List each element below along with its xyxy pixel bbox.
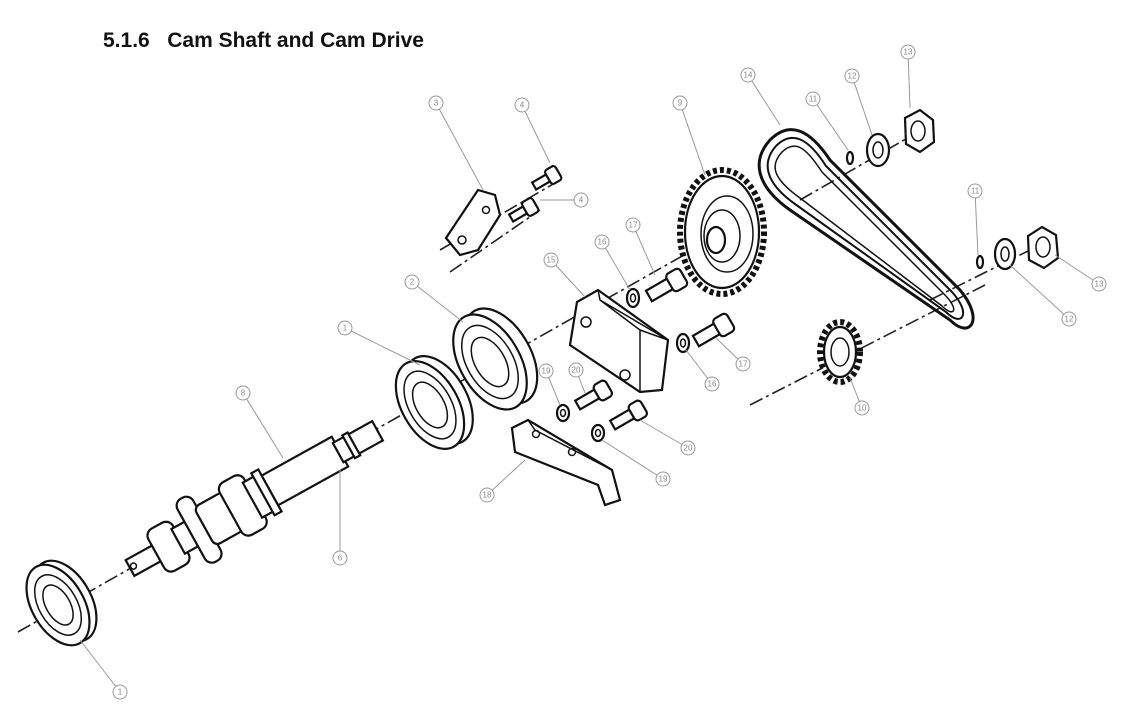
callout-19: 19 (655, 471, 671, 487)
callout-13: 13 (1091, 276, 1107, 292)
callout-12: 12 (1061, 311, 1077, 327)
svg-text:12: 12 (848, 72, 857, 81)
svg-text:9: 9 (678, 99, 683, 108)
callout-4: 4 (573, 192, 589, 208)
svg-text:16: 16 (598, 238, 607, 247)
cam-sprocket (677, 167, 767, 297)
nut-13b (1026, 225, 1060, 270)
tensioner-block (568, 288, 670, 394)
callout-3: 3 (428, 95, 444, 111)
svg-text:20: 20 (572, 366, 581, 375)
callout-20: 20 (680, 440, 696, 456)
svg-text:19: 19 (542, 367, 551, 376)
svg-text:1: 1 (343, 324, 348, 333)
svg-text:15: 15 (547, 256, 556, 265)
section-number: 5.1.6 (103, 29, 150, 52)
svg-text:3: 3 (434, 99, 439, 108)
bolt-20a (573, 379, 613, 411)
callout-11: 11 (967, 183, 983, 199)
callout-11: 11 (805, 91, 821, 107)
callout-13: 13 (900, 44, 916, 60)
svg-text:13: 13 (904, 48, 913, 57)
svg-text:13: 13 (1095, 280, 1104, 289)
svg-text:11: 11 (809, 95, 818, 104)
bearing-1 (394, 355, 474, 450)
secondary-axis (749, 284, 986, 406)
bolt-4a (530, 165, 563, 191)
bearing-2 (452, 307, 539, 411)
svg-text:8: 8 (241, 389, 246, 398)
svg-text:4: 4 (579, 196, 584, 205)
callout-10: 10 (854, 400, 870, 416)
washer-12a (865, 132, 891, 168)
washer-19b (590, 423, 606, 443)
svg-text:12: 12 (1065, 315, 1074, 324)
callout-9: 9 (672, 95, 688, 111)
callout-4: 4 (514, 97, 530, 113)
svg-text:10: 10 (858, 404, 867, 413)
timing-belt (757, 128, 975, 330)
callout-1: 1 (112, 684, 128, 700)
key-11a (845, 150, 855, 166)
callout-15: 15 (543, 252, 559, 268)
callout-1: 1 (337, 320, 353, 336)
section-heading: 5.1.6 Cam Shaft and Cam Drive (103, 29, 424, 53)
camshaft (124, 419, 385, 578)
svg-text:14: 14 (744, 71, 753, 80)
bolt-4b (507, 197, 540, 223)
callout-16: 16 (704, 376, 720, 392)
support-bracket (510, 418, 622, 507)
svg-text:17: 17 (629, 221, 638, 230)
svg-text:11: 11 (971, 187, 980, 196)
callout-2: 2 (404, 274, 420, 290)
callout-20: 20 (568, 362, 584, 378)
svg-text:1: 1 (118, 688, 123, 697)
callout-8: 8 (235, 385, 251, 401)
callout-6: 6 (332, 550, 348, 566)
svg-text:20: 20 (684, 444, 693, 453)
bolt-17a (644, 267, 689, 303)
svg-text:6: 6 (338, 554, 343, 563)
washer-16b (675, 332, 691, 354)
bracket-axis-2 (449, 209, 541, 273)
callout-18: 18 (479, 487, 495, 503)
section-title: Cam Shaft and Cam Drive (167, 29, 424, 52)
callout-19: 19 (538, 363, 554, 379)
washer-19a (555, 403, 571, 423)
callout-17: 17 (625, 217, 641, 233)
nut-13a (903, 108, 936, 154)
bearing-lower (25, 559, 98, 647)
mounting-plate (444, 188, 502, 257)
svg-text:2: 2 (410, 278, 415, 287)
svg-text:4: 4 (520, 101, 525, 110)
washer-16a (625, 287, 641, 309)
callout-16: 16 (594, 234, 610, 250)
bolt-20b (608, 399, 648, 431)
svg-text:16: 16 (708, 380, 717, 389)
svg-text:17: 17 (739, 360, 748, 369)
svg-text:19: 19 (659, 475, 668, 484)
drive-sprocket (817, 319, 863, 385)
leader-lines (79, 51, 1100, 693)
key-11b (975, 254, 985, 270)
bolt-17b (691, 312, 736, 348)
callout-14: 14 (740, 67, 756, 83)
main-axis (17, 211, 761, 633)
washer-12b (993, 237, 1017, 271)
callout-12: 12 (844, 68, 860, 84)
callouts: 1 2 3 4 4 8 9 11 12 13 14 11 13 12 16 17… (112, 44, 1107, 700)
callout-17: 17 (735, 356, 751, 372)
svg-text:18: 18 (483, 491, 492, 500)
